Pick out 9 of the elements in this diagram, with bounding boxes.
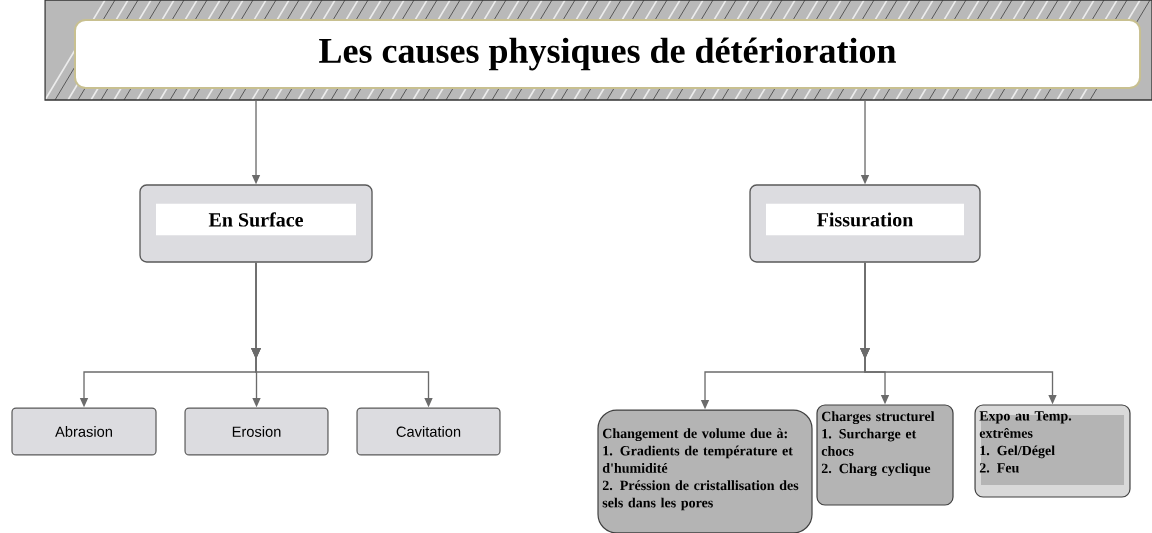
- detail-box: Expo au Temp. extrêmes 1. Gel/Dégel 2. Feu: [974, 404, 1131, 498]
- category-box: En Surface: [139, 184, 373, 263]
- cause-box: Abrasion: [11, 407, 157, 456]
- detail-box: Charges structurel 1. Surcharge et chocs 2. Charg cyclique: [816, 404, 954, 506]
- cause-box: Erosion: [184, 407, 329, 456]
- title-box: Les causes physiques de détérioration: [73, 19, 1142, 89]
- cause-box: Cavitation: [356, 407, 501, 456]
- detail-box: Changement de volume due à: 1. Gradients de température et d'humidité 2. Préssion de cristallisation des sels dans les pores: [597, 409, 813, 533]
- category-box: Fissuration: [749, 184, 981, 263]
